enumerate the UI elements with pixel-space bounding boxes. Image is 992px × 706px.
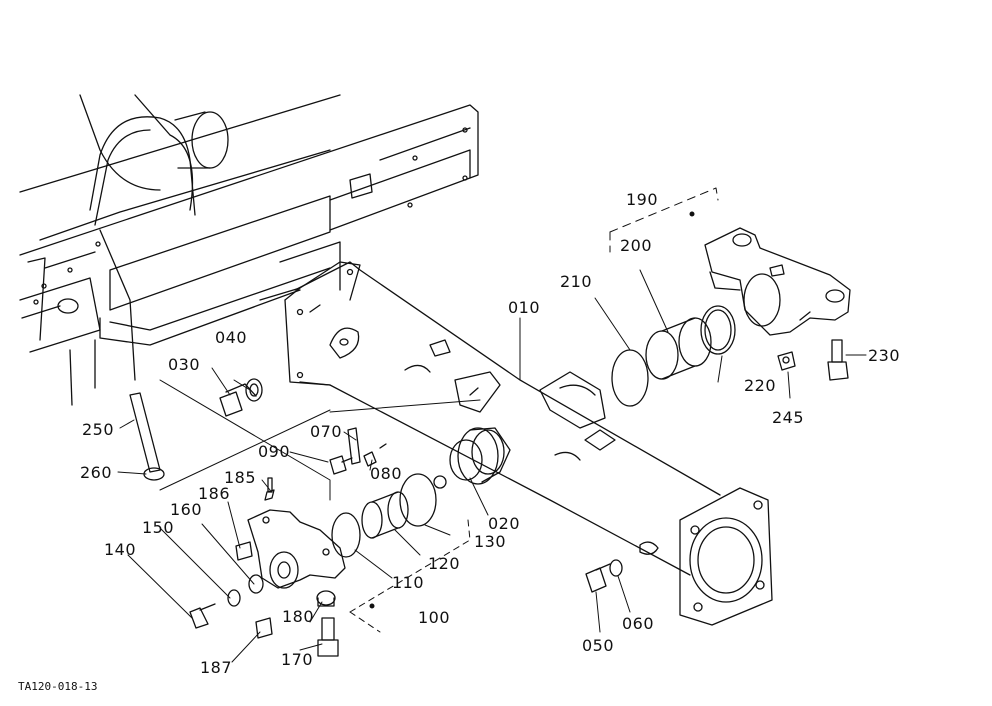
callout-260: 260 xyxy=(80,463,113,482)
plug-050 xyxy=(586,564,610,592)
screw-186 xyxy=(236,542,252,560)
callout-220: 220 xyxy=(744,376,777,395)
callout-130: 130 xyxy=(474,532,507,551)
callout-150: 150 xyxy=(142,518,175,537)
plug-030 xyxy=(220,384,256,416)
callout-030: 030 xyxy=(168,355,201,374)
callout-090: 090 xyxy=(258,442,291,461)
callout-140: 140 xyxy=(104,540,137,559)
callout-020: 020 xyxy=(488,514,521,533)
callout-210: 210 xyxy=(560,272,593,291)
callout-245: 245 xyxy=(772,408,805,427)
grease-nipple-245 xyxy=(778,352,795,370)
callout-040: 040 xyxy=(215,328,248,347)
bolt-140 xyxy=(190,604,215,628)
callout-170: 170 xyxy=(281,650,314,669)
screw-187 xyxy=(256,618,272,638)
o-ring-130 xyxy=(400,474,436,526)
figure-code: TA120-018-13 xyxy=(18,680,98,693)
callout-190: 190 xyxy=(626,190,659,209)
callout-200: 200 xyxy=(620,236,653,255)
washer-040 xyxy=(246,379,262,401)
callout-160: 160 xyxy=(170,500,203,519)
washer-060 xyxy=(610,560,622,576)
callout-070: 070 xyxy=(310,422,343,441)
steering-cylinder-housing xyxy=(285,262,772,625)
callout-120: 120 xyxy=(428,554,461,573)
callout-010: 010 xyxy=(508,298,541,317)
hose-250 xyxy=(130,393,160,472)
callout-187: 187 xyxy=(200,658,233,677)
bolt-170 xyxy=(318,618,338,656)
callout-180: 180 xyxy=(282,607,315,626)
nut-180 xyxy=(317,591,335,606)
callout-050: 050 xyxy=(582,636,615,655)
bushing-120 xyxy=(362,492,408,538)
ring-110 xyxy=(332,513,360,557)
callout-186: 186 xyxy=(198,484,231,503)
clip-080 xyxy=(364,444,386,466)
nut-160 xyxy=(249,575,263,593)
washer-150 xyxy=(228,590,240,606)
bolt-230 xyxy=(828,340,848,380)
callout-110: 110 xyxy=(392,573,425,592)
callout-100: 100 xyxy=(418,608,451,627)
callout-060: 060 xyxy=(622,614,655,633)
leader-lines xyxy=(118,188,866,662)
callout-230: 230 xyxy=(868,346,901,365)
pin-070 xyxy=(348,428,360,464)
bolt-090 xyxy=(330,456,352,474)
tractor-frame xyxy=(20,95,478,405)
callout-185: 185 xyxy=(224,468,257,487)
ring-220 xyxy=(701,306,735,354)
bushing-200 xyxy=(646,318,711,379)
callout-250: 250 xyxy=(82,420,115,439)
seal-021 xyxy=(434,476,446,488)
callout-080: 080 xyxy=(370,464,403,483)
clamp-260 xyxy=(144,468,164,480)
support-bracket-assembly xyxy=(248,478,345,588)
pivot-bracket-assembly xyxy=(705,228,850,335)
front-cap-020 xyxy=(450,428,510,484)
o-ring-210 xyxy=(612,350,648,406)
